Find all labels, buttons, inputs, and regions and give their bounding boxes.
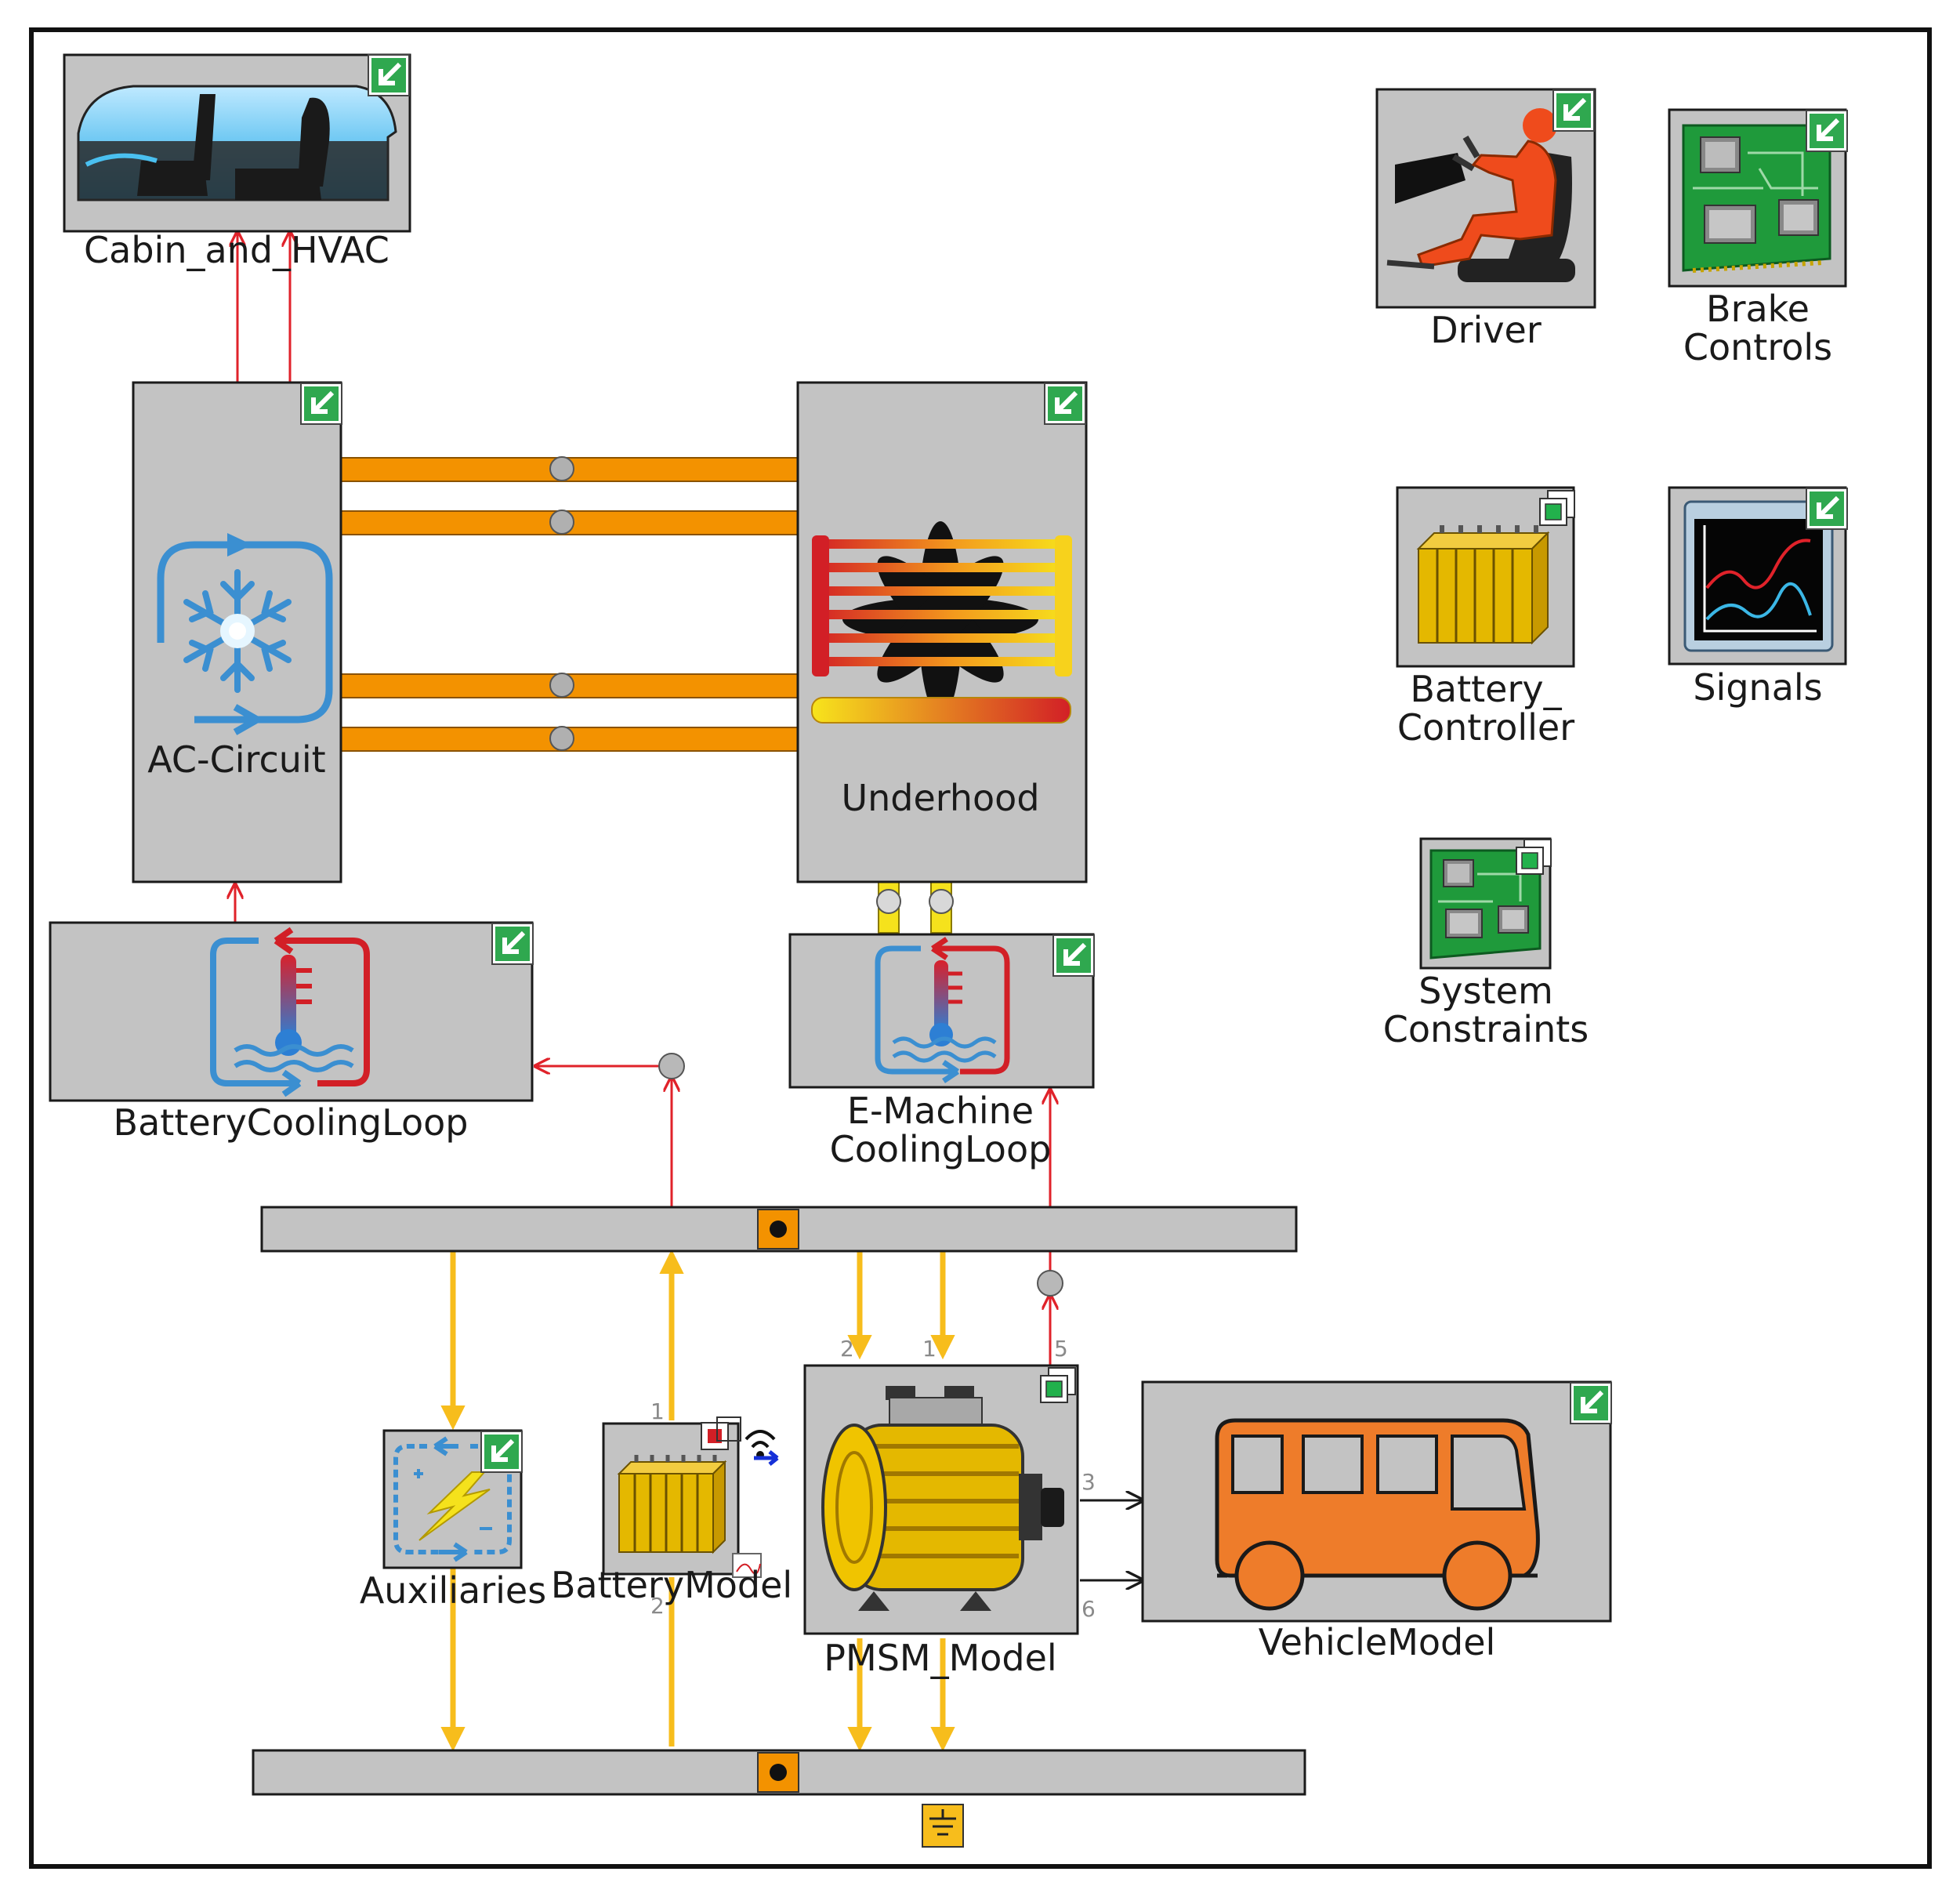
system-constraints-label-2: Constraints xyxy=(1383,1008,1589,1050)
driver-block[interactable] xyxy=(1375,89,1595,309)
signal-node[interactable] xyxy=(658,1053,685,1079)
plot-icon[interactable] xyxy=(732,1553,762,1578)
ac-circuit-label: AC-Circuit xyxy=(147,738,325,781)
battery-model-label: BatteryModel xyxy=(551,1564,792,1606)
battery-controller-label-1: Battery_ xyxy=(1410,668,1562,710)
mechanical-lines xyxy=(1080,1500,1143,1580)
expand-icon[interactable] xyxy=(368,55,409,96)
vehicle-model-label: VehicleModel xyxy=(1259,1621,1496,1663)
expand-icon[interactable] xyxy=(301,383,342,424)
cabin-hvac-label: Cabin_and_HVAC xyxy=(84,229,389,271)
emachine-cooling-loop-block[interactable] xyxy=(788,934,1094,1089)
port-number: 2 xyxy=(650,1593,665,1619)
pipe-node[interactable] xyxy=(549,673,574,698)
port-number: 5 xyxy=(1054,1336,1068,1362)
oscilloscope-icon xyxy=(1683,500,1834,652)
auxiliaries-block[interactable] xyxy=(382,1431,522,1569)
link-node[interactable] xyxy=(876,889,901,914)
brake-controls-label-2: Controls xyxy=(1683,326,1832,368)
battery-controller-label-2: Controller xyxy=(1397,706,1574,749)
thermal-pipes xyxy=(339,456,799,752)
battery-cooling-loop-label: BatteryCoolingLoop xyxy=(114,1101,469,1144)
battery-cooling-loop-block[interactable] xyxy=(49,923,533,1102)
pipe-node[interactable] xyxy=(549,510,574,535)
pipe-node[interactable] xyxy=(549,456,574,481)
electric-motor-icon xyxy=(821,1386,1064,1611)
pipe-node[interactable] xyxy=(549,726,574,751)
pmsm-model-block[interactable] xyxy=(803,1364,1079,1635)
brake-controls-label-1: Brake xyxy=(1706,288,1810,330)
expand-icon[interactable] xyxy=(492,923,533,964)
brake-controls-block[interactable] xyxy=(1668,110,1847,288)
bus-vehicle-icon xyxy=(1215,1418,1540,1611)
system-constraints-label-1: System xyxy=(1418,970,1553,1012)
driver-label: Driver xyxy=(1430,309,1542,351)
port-number: 3 xyxy=(1081,1469,1096,1495)
circuit-board-icon xyxy=(1429,849,1542,959)
signal-lines xyxy=(235,232,1063,1366)
system-constraints-block[interactable] xyxy=(1419,837,1552,970)
expand-icon[interactable] xyxy=(1053,935,1094,976)
ac-circuit-block[interactable]: AC-Circuit xyxy=(132,383,342,883)
electric-lines xyxy=(440,1249,955,1752)
expand-icon[interactable] xyxy=(1045,383,1085,424)
lower-bus[interactable] xyxy=(252,1749,1306,1796)
auxiliaries-label: Auxiliaries xyxy=(360,1569,546,1612)
pmsm-model-label: PMSM_Model xyxy=(824,1637,1056,1679)
battery-pack-icon xyxy=(617,1455,727,1554)
port-number: 2 xyxy=(840,1336,854,1362)
port-number: 1 xyxy=(922,1336,937,1362)
signal-node[interactable] xyxy=(1037,1270,1063,1297)
emachine-cooling-loop-label-2: CoolingLoop xyxy=(830,1128,1052,1170)
signals-block[interactable] xyxy=(1668,488,1847,666)
emachine-cooling-loop-label-1: E-Machine xyxy=(847,1090,1034,1132)
driver-icon xyxy=(1386,108,1575,282)
port-number: 1 xyxy=(650,1398,665,1424)
battery-model-block[interactable] xyxy=(602,1416,762,1578)
ground-icon[interactable] xyxy=(922,1804,964,1848)
coolant-loop-icon xyxy=(210,927,370,1097)
model-status-icon[interactable] xyxy=(701,1416,741,1450)
circuit-board-icon xyxy=(1682,124,1831,273)
cabin-icon xyxy=(77,85,397,201)
port-number: 6 xyxy=(1081,1596,1096,1622)
expand-icon[interactable] xyxy=(1806,488,1847,529)
signals-label: Signals xyxy=(1693,666,1822,709)
expand-icon[interactable] xyxy=(1806,111,1847,151)
upper-bus[interactable] xyxy=(260,1206,1298,1253)
underhood-label: Underhood xyxy=(841,777,1039,819)
radiator-fan-icon xyxy=(811,521,1072,724)
wireless-icon xyxy=(745,1430,779,1466)
snowflake-icon xyxy=(157,533,333,735)
fluid-links xyxy=(876,880,954,934)
underhood-block[interactable]: Underhood xyxy=(796,383,1086,883)
vehicle-model-block[interactable] xyxy=(1141,1382,1611,1623)
expand-icon[interactable] xyxy=(1571,1383,1611,1424)
expand-icon[interactable] xyxy=(1553,90,1594,131)
battery-controller-block[interactable] xyxy=(1396,486,1575,668)
link-node[interactable] xyxy=(929,889,954,914)
coolant-loop-icon xyxy=(875,937,1010,1083)
battery-pack-icon xyxy=(1416,525,1550,645)
cabin-hvac-block[interactable] xyxy=(63,55,410,233)
expand-icon[interactable] xyxy=(481,1431,522,1472)
